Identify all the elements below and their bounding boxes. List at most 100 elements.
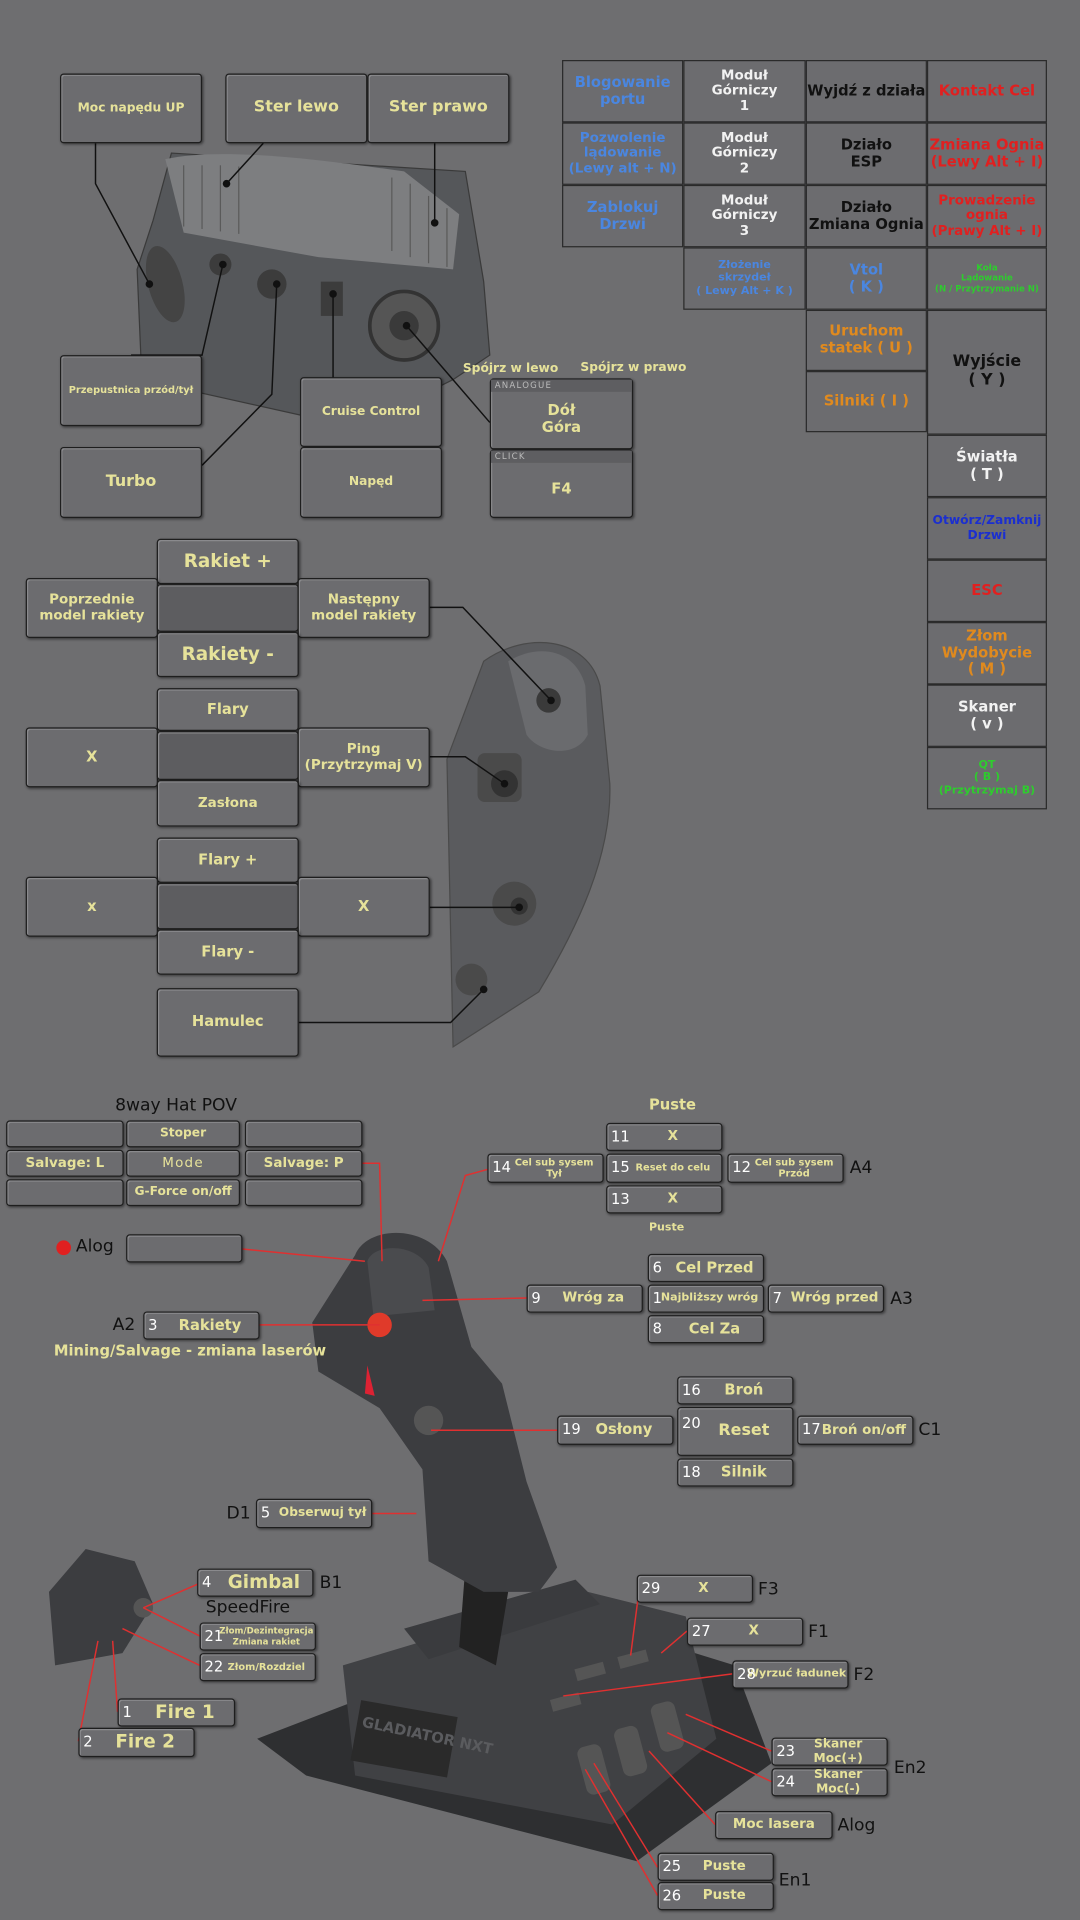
side-grip-illustration (446, 641, 611, 1049)
table-cell-r2c1: Moduł Górniczy 3 (683, 184, 806, 248)
table-cell-r1c2: Działo ESP (805, 122, 927, 185)
table-cell-r2c2: Działo Zmiana Ognia (805, 184, 927, 248)
table-cell-r1c0: Pozwolenie lądowanie (Lewy alt + N) (562, 122, 684, 185)
hat-nw-box (6, 1120, 124, 1148)
turbo-box: Turbo (60, 446, 203, 518)
hat-title: 8way Hat POV (115, 1095, 237, 1116)
table-row4-cell-2: Koła Lądowanie (N / Przytrzymanie N) (926, 247, 1047, 310)
ster-prawo-box: Ster prawo (367, 73, 510, 144)
hat-ne-box (244, 1120, 363, 1148)
table-col-cell-3: Złom Wydobycie ( M ) (926, 622, 1047, 685)
table-cell-r0c0: Blogowanie portu (562, 60, 684, 123)
spojrz-prawo-label: Spójrz w prawo (580, 361, 687, 375)
mining-salvage-label: Mining/Salvage - zmiana laserów (53, 1342, 327, 1360)
rakiety-center (156, 584, 299, 632)
c1-label: C1 (918, 1420, 942, 1441)
b1-label: B1 (319, 1573, 343, 1594)
rakiet-plus-box: Rakiet + (156, 538, 299, 585)
flary-plus-box: Flary + (156, 837, 299, 883)
hamulec-box: Hamulec (156, 988, 299, 1057)
a2-label: A2 (112, 1315, 136, 1335)
dol-gora-label: Dół Góra (541, 401, 582, 436)
a3-label: A3 (890, 1289, 913, 1309)
hat-mode-box: Mode (126, 1149, 241, 1177)
moc-lasera-box: Moc lasera (715, 1811, 833, 1840)
x1-box: X (25, 727, 158, 788)
table-cell-r2c3: Prowadzenie ognia (Prawy Alt + I) (926, 184, 1047, 248)
table-cell-r1c1: Moduł Górniczy 2 (683, 122, 806, 185)
poprzednie-label: Poprzednie model rakiety (39, 591, 145, 623)
joystick-illustration (48, 1232, 772, 1862)
table-row4-cell-1: Vtol ( K ) (805, 247, 927, 310)
spojrz-lewo-label: Spójrz w lewo (462, 362, 559, 376)
poprzednie-rakiety-box: Poprzednie model rakiety (25, 577, 158, 638)
cruise-control-box: Cruise Control (300, 377, 443, 447)
nastepny-rakiety-box: Następny model rakiety (297, 577, 430, 638)
table-cell-r1c3: Zmiana Ognia (Lewy Alt + I) (926, 122, 1047, 185)
table-col-cell-5: QT ( B ) (Przytrzymaj B) (926, 746, 1047, 810)
table-row4-cell-0: Złożenie skrzydeł ( Lewy Alt + K ) (683, 247, 806, 310)
hat-salvage-p-box: Salvage: P (244, 1149, 363, 1177)
table-col-cell-1: Otwórz/Zamknij Drzwi (926, 497, 1047, 560)
rakiety-minus-box: Rakiety - (156, 631, 299, 678)
throttle-illustration (136, 152, 491, 417)
ping-box: Ping (Przytrzymaj V) (297, 727, 430, 788)
a4-label: A4 (849, 1158, 873, 1178)
alog2-label: Alog (837, 1815, 876, 1836)
x2-box: x (25, 876, 158, 937)
speedfire-label: SpeedFire (205, 1597, 291, 1618)
flary-box: Flary (156, 688, 299, 732)
flary-plus-minus-center (156, 882, 299, 930)
flary-center (156, 731, 299, 781)
ster-lewo-box: Ster lewo (225, 73, 368, 144)
f1-label: F1 (808, 1622, 829, 1643)
hat-se-box (244, 1179, 363, 1207)
flary-minus-box: Flary - (156, 929, 299, 975)
x3-box: X (297, 876, 430, 937)
hat-stoper-box: Stoper (126, 1120, 241, 1148)
f3-label: F3 (757, 1579, 779, 1600)
table-cell-r0c2: Wyjdź z działa (805, 60, 927, 123)
f2-label: F2 (853, 1665, 875, 1685)
silniki-cell: Silniki ( I ) (805, 371, 927, 433)
table-cell-r0c1: Moduł Górniczy 1 (683, 60, 806, 123)
puste-top-label: Puste (648, 1095, 696, 1114)
hat-salvage-l-box: Salvage: L (6, 1149, 124, 1177)
alog-label: Alog (75, 1236, 114, 1257)
ping-label: Ping (Przytrzymaj V) (304, 740, 423, 773)
f4-label: F4 (551, 480, 572, 498)
click-box: CLICK F4 (489, 449, 634, 518)
hat-gforce-box: G-Force on/off (126, 1179, 241, 1207)
naped-box: Napęd (300, 446, 443, 518)
table-col-cell-2: ESC (926, 559, 1047, 623)
d1-label: D1 (226, 1503, 251, 1524)
wyjscie-cell: Wyjście ( Y ) (926, 309, 1047, 435)
nastepny-label: Następny model rakiety (311, 591, 417, 623)
puste-small-label: Puste (648, 1222, 685, 1235)
